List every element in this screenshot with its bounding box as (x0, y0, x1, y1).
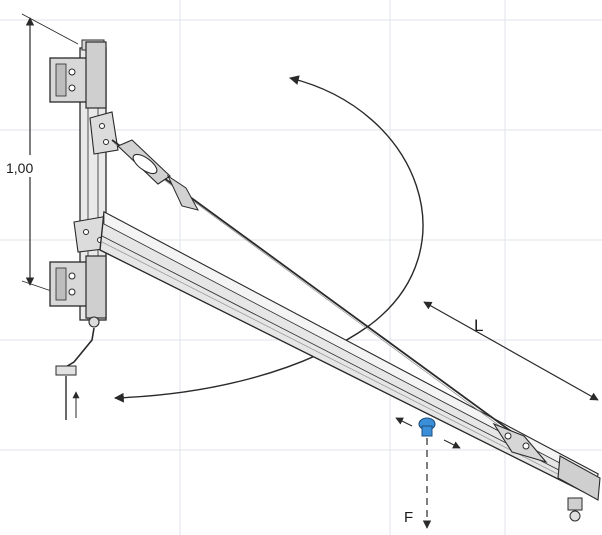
upper-wall-bracket (49, 41, 107, 109)
boom-beam (99, 210, 601, 501)
end-stop (567, 497, 583, 522)
length-label: L (474, 316, 483, 335)
force-label: F (404, 509, 413, 526)
height-dimension-label: 1,00 (6, 160, 33, 176)
hand-crank (55, 316, 100, 420)
turnbuckle (117, 139, 199, 211)
tie-rod-end-plate (492, 422, 548, 464)
upper-tie-plate (89, 111, 119, 155)
length-dimension (423, 301, 599, 401)
lower-wall-bracket (49, 255, 107, 319)
height-dimension (4, 13, 79, 301)
trolley (395, 417, 461, 449)
swing-arrow (114, 75, 424, 403)
